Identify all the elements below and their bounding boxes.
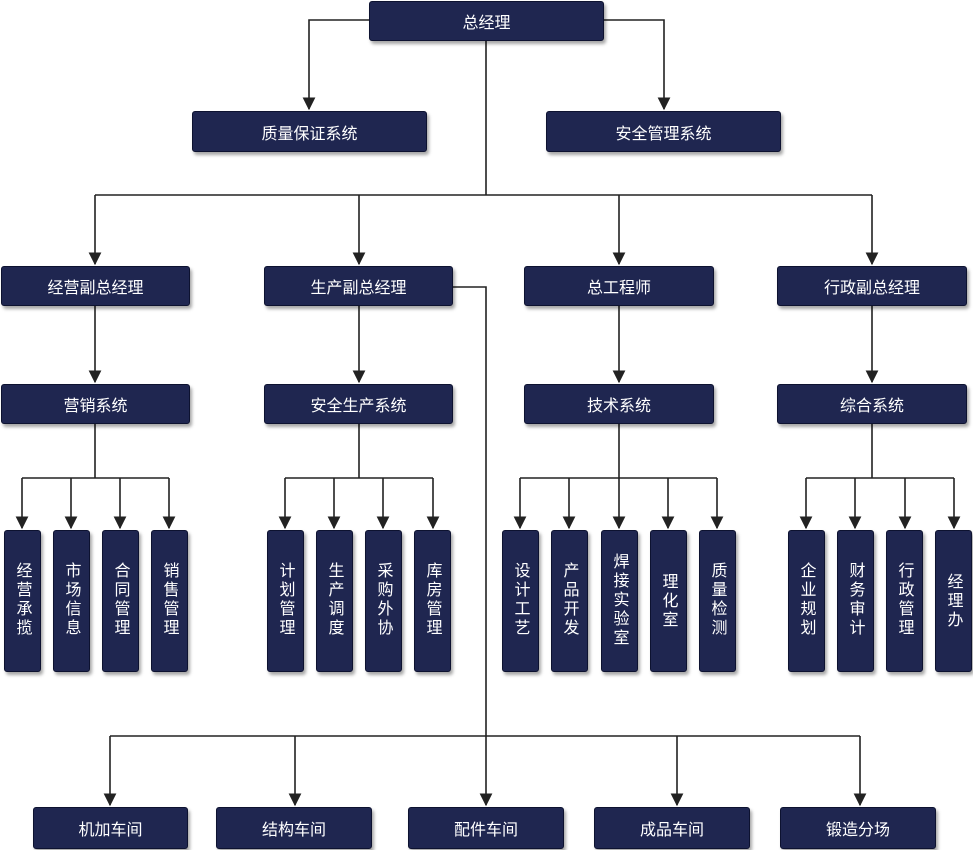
- unit-node: 焊接实验室: [601, 530, 638, 672]
- unit-node: 理化室: [650, 530, 687, 672]
- unit-node: 市场信息: [53, 530, 90, 672]
- unit-node: 经营承揽: [4, 530, 41, 672]
- workshop-node: 配件车间: [408, 807, 564, 849]
- unit-node: 质量检测: [699, 530, 736, 672]
- unit-label: 设计工艺: [511, 562, 531, 638]
- production-deputy-gm-node: 生产副总经理: [264, 266, 453, 306]
- unit-label: 市场信息: [62, 562, 82, 638]
- unit-node: 设计工艺: [502, 530, 539, 672]
- unit-label: 计划管理: [276, 562, 296, 638]
- safety-management-system-node: 安全管理系统: [546, 111, 781, 152]
- admin-deputy-gm-node: 行政副总经理: [777, 266, 967, 306]
- unit-label: 质量检测: [708, 562, 728, 638]
- unit-node: 合同管理: [102, 530, 139, 672]
- unit-label: 焊接实验室: [610, 553, 630, 648]
- quality-assurance-system-node: 质量保证系统: [192, 111, 427, 152]
- unit-node: 行政管理: [886, 530, 923, 672]
- unit-node: 产品开发: [551, 530, 588, 672]
- unit-label: 理化室: [659, 573, 679, 630]
- technical-system-node: 技术系统: [524, 384, 714, 424]
- unit-node: 生产调度: [316, 530, 353, 672]
- unit-node: 库房管理: [414, 530, 451, 672]
- unit-node: 财务审计: [837, 530, 874, 672]
- marketing-system-node: 营销系统: [1, 384, 190, 424]
- unit-label: 行政管理: [895, 562, 915, 638]
- unit-node: 计划管理: [267, 530, 304, 672]
- unit-label: 经营承揽: [13, 562, 33, 638]
- unit-label: 产品开发: [560, 562, 580, 638]
- unit-node: 销售管理: [151, 530, 188, 672]
- unit-label: 企业规划: [797, 562, 817, 638]
- workshop-node: 锻造分场: [780, 807, 936, 849]
- unit-label: 经理办: [944, 573, 964, 630]
- workshop-node: 结构车间: [216, 807, 372, 849]
- unit-label: 采购外协: [374, 562, 394, 638]
- unit-label: 生产调度: [325, 562, 345, 638]
- business-deputy-gm-node: 经营副总经理: [1, 266, 190, 306]
- general-system-node: 综合系统: [777, 384, 967, 424]
- unit-label: 合同管理: [111, 562, 131, 638]
- safe-production-system-node: 安全生产系统: [264, 384, 453, 424]
- workshop-node: 机加车间: [33, 807, 188, 849]
- unit-label: 库房管理: [423, 562, 443, 638]
- unit-label: 销售管理: [160, 562, 180, 638]
- unit-node: 企业规划: [788, 530, 825, 672]
- unit-node: 经理办: [935, 530, 972, 672]
- workshop-node: 成品车间: [594, 807, 750, 849]
- unit-node: 采购外协: [365, 530, 402, 672]
- general-manager-node: 总经理: [369, 1, 604, 41]
- chief-engineer-node: 总工程师: [524, 266, 714, 306]
- unit-label: 财务审计: [846, 562, 866, 638]
